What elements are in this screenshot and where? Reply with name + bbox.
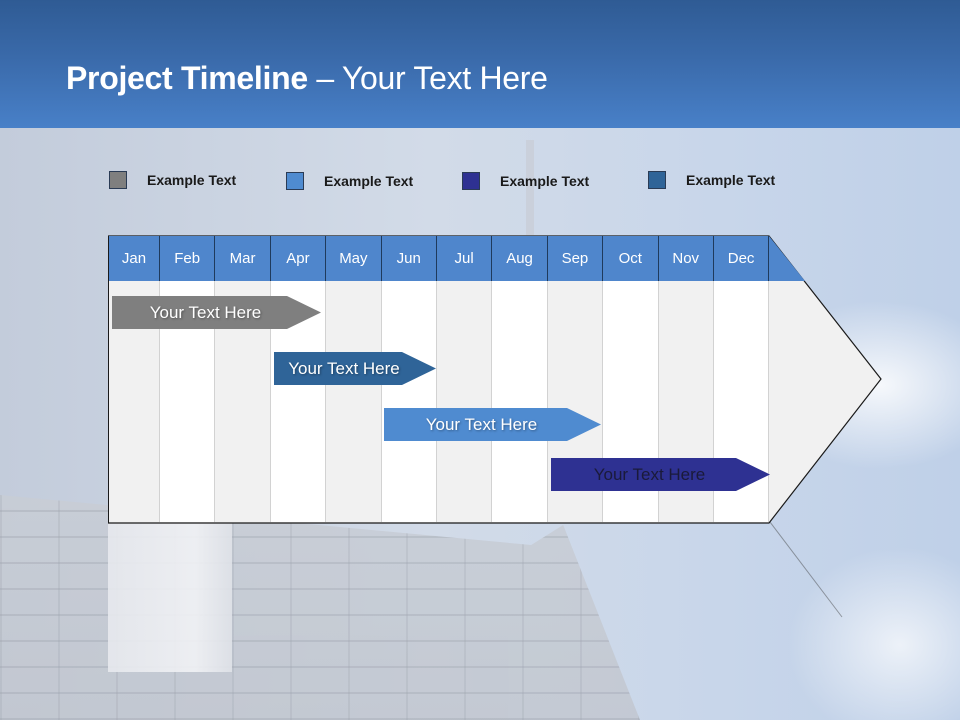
task-bar-label: Your Text Here bbox=[149, 302, 262, 322]
legend-swatch-steel-blue bbox=[648, 171, 666, 189]
task-bar-light-blue[interactable]: Your Text Here bbox=[384, 408, 601, 441]
month-header: Nov bbox=[659, 236, 714, 281]
title-bold: Project Timeline bbox=[66, 60, 308, 96]
chimney-background bbox=[108, 522, 232, 672]
task-bar-gray[interactable]: Your Text Here bbox=[112, 296, 321, 329]
column-may bbox=[326, 281, 382, 522]
column-jun bbox=[381, 281, 437, 522]
legend-item-steel-blue: Example Text bbox=[648, 171, 775, 189]
legend-item-gray: Example Text bbox=[109, 171, 236, 189]
task-bar-label: Your Text Here bbox=[425, 414, 538, 434]
title-banner: Project Timeline – Your Text Here bbox=[0, 0, 960, 128]
column-aug bbox=[492, 281, 548, 522]
month-header: Apr bbox=[271, 236, 327, 281]
legend-swatch-gray bbox=[109, 171, 127, 189]
month-header: Sep bbox=[548, 236, 604, 281]
month-header: Oct bbox=[603, 236, 659, 281]
arrow-reflection bbox=[770, 522, 843, 618]
background-pole bbox=[526, 140, 534, 235]
legend-item-indigo: Example Text bbox=[462, 172, 589, 190]
month-header: Jun bbox=[382, 236, 437, 281]
legend-swatch-indigo bbox=[462, 172, 480, 190]
month-header: Jul bbox=[437, 236, 493, 281]
month-header: May bbox=[326, 236, 382, 281]
page-title: Project Timeline – Your Text Here bbox=[66, 60, 548, 97]
task-bar-indigo[interactable]: Your Text Here bbox=[551, 458, 770, 491]
month-header: Jan bbox=[109, 236, 160, 281]
column-jul bbox=[436, 281, 493, 522]
legend-label: Example Text bbox=[324, 173, 414, 189]
title-subtitle: – Your Text Here bbox=[307, 60, 548, 96]
task-bar-label: Your Text Here bbox=[288, 358, 400, 378]
month-header-row: Jan Feb Mar Apr May Jun Jul Aug Sep Oct … bbox=[109, 236, 770, 281]
task-bar-label: Your Text Here bbox=[593, 464, 706, 484]
legend-label: Example Text bbox=[500, 173, 590, 189]
legend-label: Example Text bbox=[686, 172, 776, 188]
legend-swatch-light-blue bbox=[286, 172, 304, 190]
legend-item-light-blue: Example Text bbox=[286, 172, 413, 190]
month-header: Dec bbox=[714, 236, 770, 281]
legend-label: Example Text bbox=[147, 172, 237, 188]
task-bar-steel-blue[interactable]: Your Text Here bbox=[274, 352, 436, 385]
month-header: Mar bbox=[215, 236, 271, 281]
month-header: Feb bbox=[160, 236, 216, 281]
month-header: Aug bbox=[492, 236, 548, 281]
